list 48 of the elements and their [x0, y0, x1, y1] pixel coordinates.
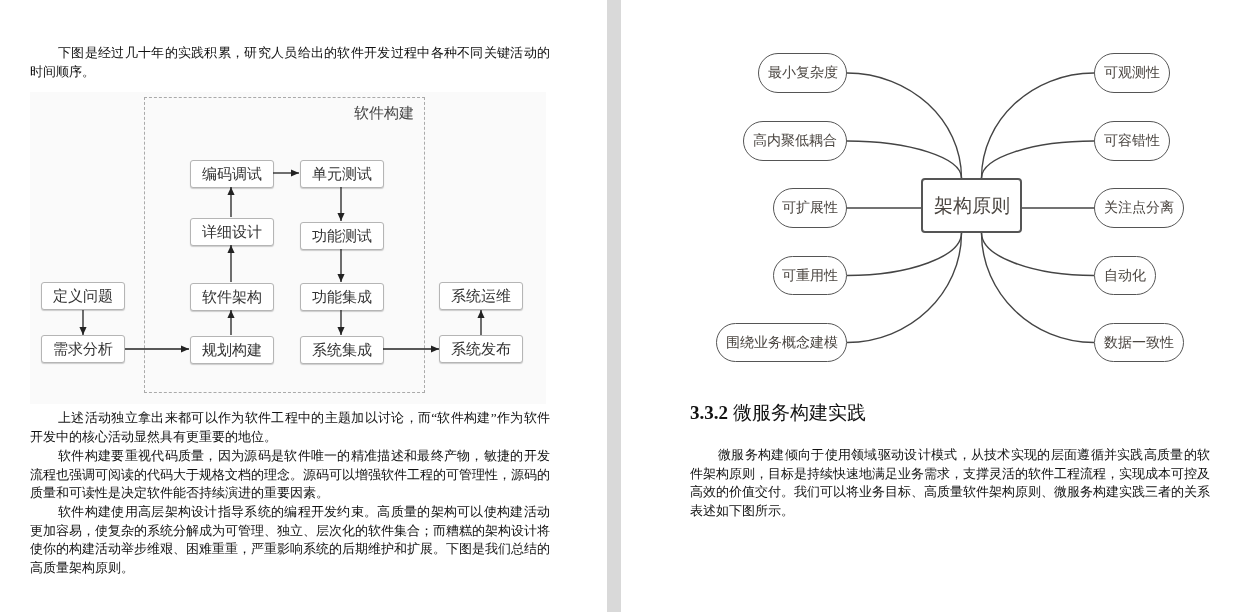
connector-line [1021, 207, 1095, 209]
rounded-pill: 数据一致性 [1094, 323, 1184, 362]
paragraph: 微服务构建倾向于使用领域驱动设计模式，从技术实现的层面遵循并实践高质量的软件架构原则，目标是持续快速地满足业务需求，支撑灵活的软件工程流程，实现成本可控及高效的价值交付。我们可以将业务目标、高质量软件架构原则、微服务构建实践三者的关系表述如下图所示。 [690, 446, 1210, 520]
arrow [227, 186, 235, 218]
process-box: 详细设计 [190, 218, 274, 246]
center-box: 架构原则 [921, 178, 1022, 233]
process-box: 规划构建 [190, 336, 274, 364]
process-box: 功能集成 [300, 283, 384, 311]
arrow [477, 309, 485, 336]
rounded-pill: 可观测性 [1094, 53, 1170, 93]
paragraph: 下图是经过几十年的实践积累，研究人员给出的软件开发过程中各种不同关键活动的时间顺序。 [30, 44, 550, 81]
connector-line [980, 140, 1095, 179]
connector-line [846, 207, 922, 209]
process-box: 系统运维 [439, 282, 523, 310]
process-box: 编码调试 [190, 160, 274, 188]
process-box: 需求分析 [41, 335, 125, 363]
process-box: 单元测试 [300, 160, 384, 188]
process-box: 系统集成 [300, 336, 384, 364]
arrow [272, 169, 300, 177]
arrow [79, 309, 87, 336]
rounded-pill: 可容错性 [1094, 121, 1170, 161]
rounded-pill: 可重用性 [773, 256, 847, 295]
paragraph: 软件构建使用高层架构设计指导系统的编程开发约束。高质量的架构可以使构建活动更加容易，使复杂的系统分解成为可管理、独立、层次化的软件集合；而糟糕的架构设计将使你的构建活动举步维艰、困难重重，严重影响系统的后期维护和扩展。下图是我们总结的高质量架构原则。 [30, 503, 550, 577]
connector-line [980, 232, 1095, 344]
rounded-pill: 高内聚低耦合 [743, 121, 847, 161]
arrow [337, 248, 345, 283]
rounded-pill: 围绕业务概念建模 [716, 323, 847, 362]
rounded-pill: 最小复杂度 [758, 53, 847, 93]
connector-line [846, 140, 963, 179]
arrow [337, 186, 345, 222]
rounded-pill: 关注点分离 [1094, 188, 1184, 228]
dashed-group-frame [144, 97, 425, 393]
arrow [227, 244, 235, 283]
process-box: 软件架构 [190, 283, 274, 311]
group-title: 软件构建 [354, 104, 414, 123]
arrow [227, 309, 235, 336]
process-box: 系统发布 [439, 335, 523, 363]
rounded-pill: 可扩展性 [773, 188, 847, 228]
process-box: 定义问题 [41, 282, 125, 310]
paragraph: 上述活动独立拿出来都可以作为软件工程中的主题加以讨论，而“软件构建”作为软件开发中的核心活动显然具有更重要的地位。 [30, 409, 550, 446]
arrow [124, 345, 190, 353]
rounded-pill: 自动化 [1094, 256, 1156, 295]
arrow [337, 309, 345, 336]
arrow [382, 345, 440, 353]
connector-line [846, 232, 963, 344]
process-box: 功能测试 [300, 222, 384, 250]
paragraph: 软件构建要重视代码质量，因为源码是软件唯一的精准描述和最终产物，敏捷的开发流程也强调可阅读的代码大于规格文档的理念。源码可以增强软件工程的可管理性，源码的质量和可读性是决定软件能否持续演进的重要因素。 [30, 447, 550, 502]
section-heading: 3.3.2 微服务构建实践 [690, 401, 866, 425]
